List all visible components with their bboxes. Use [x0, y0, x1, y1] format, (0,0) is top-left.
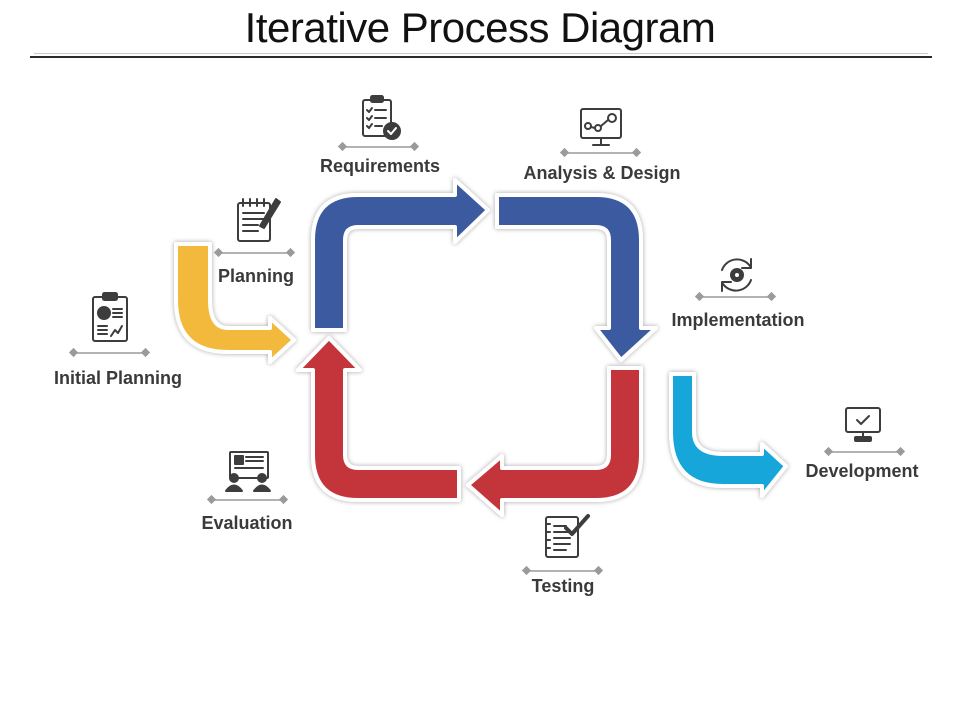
stage-label-planning: Planning: [218, 266, 294, 286]
monitor-graph-icon: [580, 108, 622, 146]
document-check-icon: [545, 514, 590, 558]
stage-label-evaluation: Evaluation: [201, 513, 293, 533]
refresh-gear-icon: [721, 258, 752, 292]
clipboard-chart-icon: [92, 292, 128, 342]
stage-label-development: Development: [805, 461, 919, 481]
connector-testing: [521, 565, 604, 576]
people-board-icon: [225, 451, 271, 492]
connector-analysis-design: [559, 147, 642, 158]
monitor-check-icon: [845, 407, 881, 442]
title-divider-thin: [34, 53, 928, 54]
blue-cycle-arrow-2: [495, 193, 658, 362]
page-title: Iterative Process Diagram: [244, 4, 716, 51]
stage-label-analysis-design: Analysis & Design: [523, 163, 681, 183]
title-divider: [30, 56, 932, 58]
connector-initial-planning: [68, 347, 151, 358]
notepad-pen-icon: [237, 198, 281, 242]
red-cycle-arrow-2: [296, 336, 461, 502]
connector-implementation: [694, 291, 777, 302]
stage-label-initial-planning: Initial Planning: [53, 368, 183, 388]
stage-label-testing: Testing: [531, 576, 595, 596]
connector-development: [823, 446, 906, 457]
connector-lines: [68, 141, 906, 576]
connector-requirements: [337, 141, 420, 152]
connector-evaluation: [206, 494, 289, 505]
stage-label-implementation: Implementation: [671, 310, 805, 330]
connector-planning: [213, 247, 296, 258]
red-cycle-arrow: [466, 366, 643, 517]
stage-label-requirements: Requirements: [319, 156, 441, 176]
blue-cycle-arrow: [311, 178, 490, 332]
checklist-clipboard-icon: [362, 95, 401, 140]
yellow-entry-arrow: [174, 242, 296, 364]
cyan-exit-arrow: [669, 372, 788, 498]
